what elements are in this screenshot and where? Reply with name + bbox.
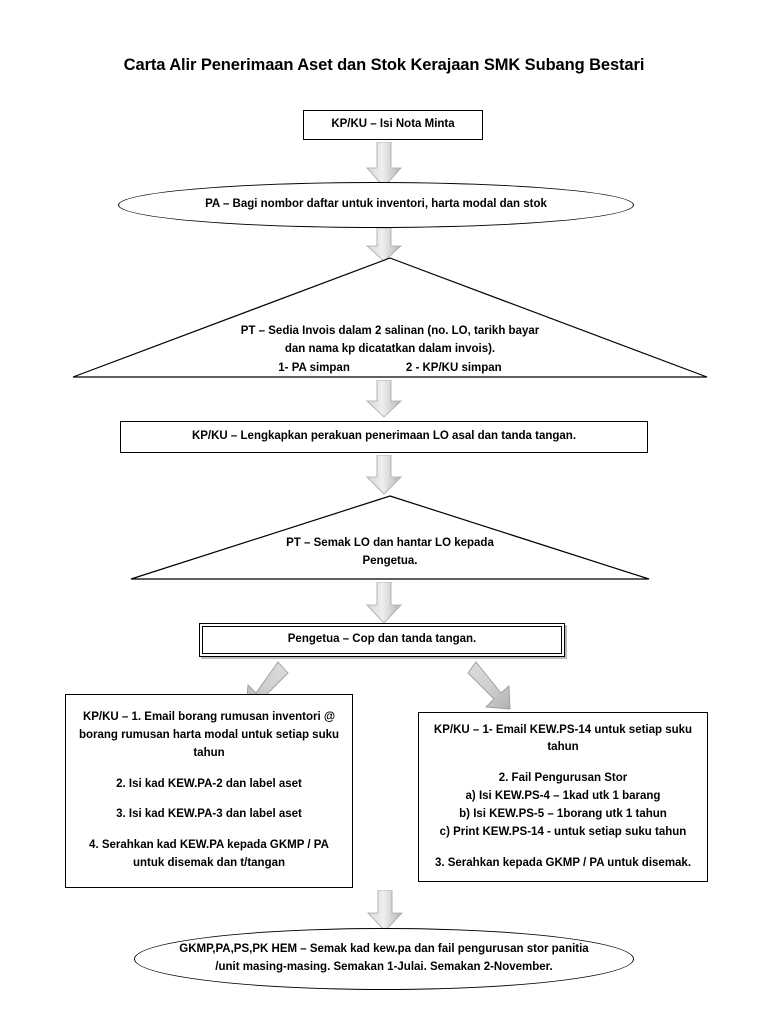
arrow-down-right	[466, 660, 524, 714]
node-gkmp-semak-line2: /unit masing-masing. Semakan 1-Julai. Se…	[215, 961, 553, 973]
node-pt-semak-lo-line2: Pengetua.	[362, 555, 418, 568]
node-pa-nombor-daftar: PA – Bagi nombor daftar untuk inventori,…	[118, 182, 634, 228]
node-kpku-kewpa-line5: 3. Isi kad KEW.PA-3 dan label aset	[116, 808, 302, 821]
arrow-down-4	[364, 455, 404, 495]
page-title: Carta Alir Penerimaan Aset dan Stok Kera…	[123, 56, 645, 74]
node-pengetua-cop: Pengetua – Cop dan tanda tangan.	[199, 623, 565, 657]
node-kpku-nota-minta-line1: KP/KU – Isi Nota Minta	[331, 118, 455, 131]
node-kpku-kewpa-line1: KP/KU – 1. Email borang rumusan inventor…	[82, 711, 336, 724]
node-pt-sedia-invois: PT – Sedia Invois dalam 2 salinan (no. L…	[70, 256, 710, 380]
node-pt-sedia-invois-line1: PT – Sedia Invois dalam 2 salinan (no. L…	[240, 325, 540, 337]
node-kpku-kewps-line1: KP/KU – 1- Email KEW.PS-14 untuk setiap …	[433, 723, 693, 736]
node-kpku-kewpa-line2: borang rumusan harta modal untuk setiap …	[78, 728, 340, 741]
node-gkmp-semak: GKMP,PA,PS,PK HEM – Semak kad kew.pa dan…	[134, 928, 634, 990]
node-gkmp-semak-line1: GKMP,PA,PS,PK HEM – Semak kad kew.pa dan…	[179, 943, 589, 956]
node-pengetua-cop-line1: Pengetua – Cop dan tanda tangan.	[287, 633, 477, 646]
node-kpku-perakuan-lo: KP/KU – Lengkapkan perakuan penerimaan L…	[120, 421, 648, 453]
arrow-down-1	[364, 142, 404, 188]
node-kpku-kewps-line5: b) Isi KEW.PS-5 – 1borang utk 1 tahun	[459, 807, 667, 820]
node-pt-semak-lo-text: PT – Semak LO dan hantar LO kepada Penge…	[128, 534, 652, 571]
node-kpku-kewpa-line4: 2. Isi kad KEW.PA-2 dan label aset	[116, 777, 302, 790]
node-kpku-kewps-line4: a) Isi KEW.PS-4 – 1kad utk 1 barang	[465, 790, 661, 803]
node-kpku-kewps-line2: tahun	[547, 741, 579, 754]
arrow-down-3	[364, 380, 404, 418]
node-pt-semak-lo-line1: PT – Semak LO dan hantar LO kepada	[286, 537, 494, 549]
node-pt-sedia-invois-line3a: 1- PA simpan	[278, 361, 350, 374]
node-pt-sedia-invois-text: PT – Sedia Invois dalam 2 salinan (no. L…	[70, 322, 710, 377]
node-kpku-perakuan-lo-line1: KP/KU – Lengkapkan perakuan penerimaan L…	[191, 430, 577, 443]
node-kpku-nota-minta: KP/KU – Isi Nota Minta	[303, 110, 483, 140]
node-pt-semak-lo: PT – Semak LO dan hantar LO kepada Penge…	[128, 494, 652, 582]
node-kpku-kewps: KP/KU – 1- Email KEW.PS-14 untuk setiap …	[418, 712, 708, 882]
arrow-down-6	[365, 890, 405, 932]
node-kpku-kewpa-line7: untuk disemak dan t/tangan	[132, 857, 286, 870]
arrow-down-5	[364, 582, 404, 624]
node-kpku-kewpa-line3: tahun	[193, 746, 225, 759]
node-pa-nombor-daftar-line1: PA – Bagi nombor daftar untuk inventori,…	[205, 198, 547, 211]
node-kpku-kewps-line3: 2. Fail Pengurusan Stor	[498, 772, 628, 785]
node-kpku-kewps-line6: c) Print KEW.PS-14 - untuk setiap suku t…	[439, 825, 687, 838]
arrow-down-2	[364, 228, 404, 262]
node-pt-sedia-invois-line2: dan nama kp dicatatkan dalam invois).	[284, 343, 496, 356]
node-kpku-kewps-line7: 3. Serahkan kepada GKMP / PA untuk disem…	[434, 856, 692, 869]
node-pt-sedia-invois-line3b: 2 - KP/KU simpan	[405, 361, 502, 374]
node-kpku-kewpa: KP/KU – 1. Email borang rumusan inventor…	[65, 694, 353, 888]
node-kpku-kewpa-line6: 4. Serahkan kad KEW.PA kepada GKMP / PA	[89, 839, 329, 852]
